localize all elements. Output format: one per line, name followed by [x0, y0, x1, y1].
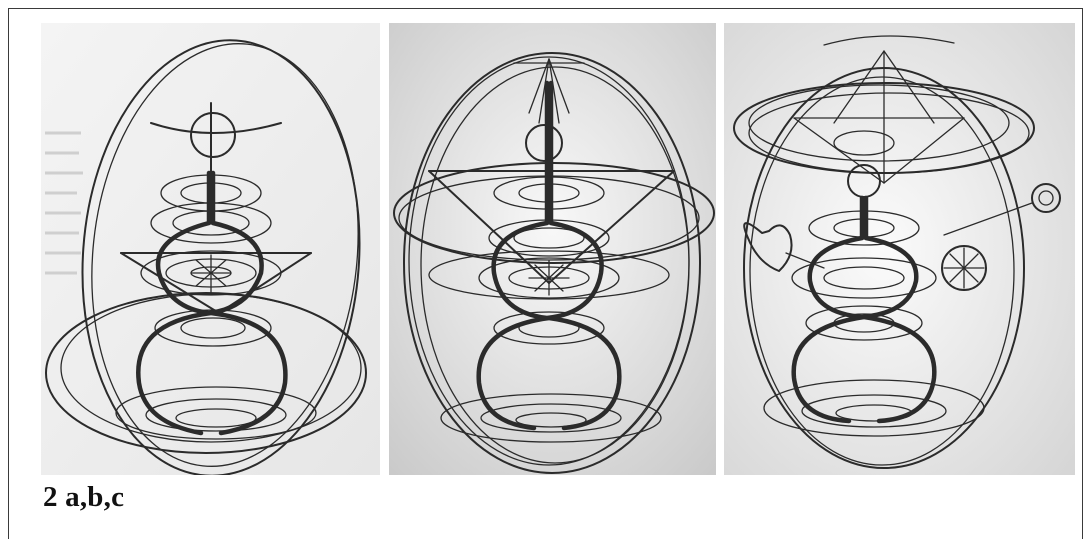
figure-panel-b: [389, 23, 716, 475]
figure-panel-c: [724, 23, 1075, 475]
figure-frame: 2 a,b,c: [8, 8, 1083, 539]
wire-sculpture-c-image: [724, 23, 1075, 475]
figure-caption: 2 a,b,c: [43, 481, 124, 514]
figure-panel-a: [41, 23, 380, 475]
wire-sculpture-b-image: [389, 23, 716, 475]
wire-sculpture-a-image: [41, 23, 380, 475]
